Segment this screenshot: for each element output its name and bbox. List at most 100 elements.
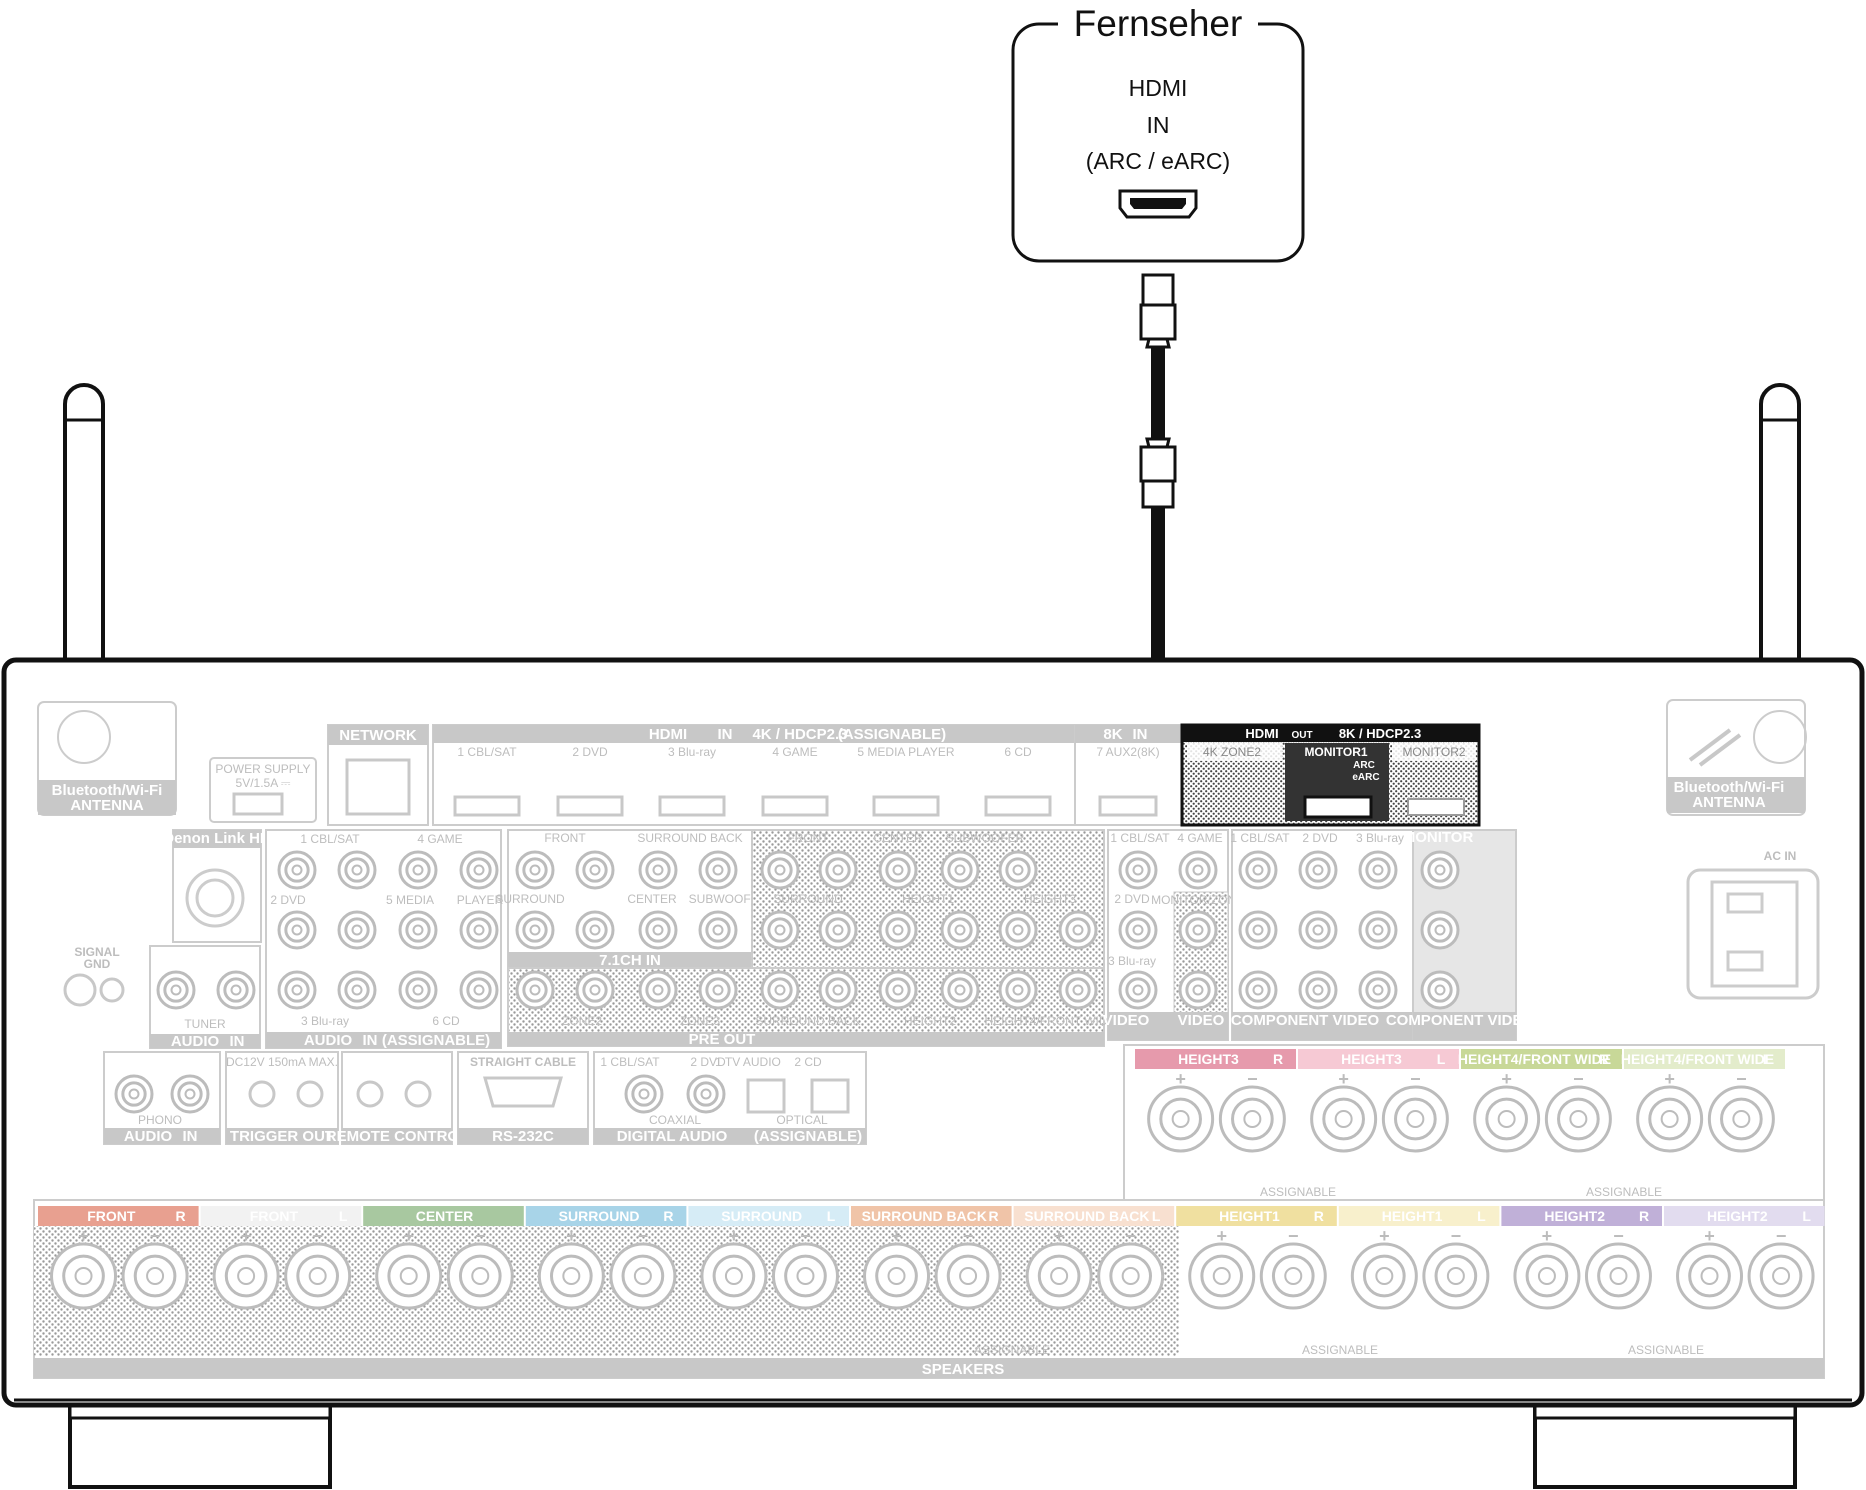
svg-text:−: −	[312, 1226, 323, 1246]
bt-antenna-right-panel: Bluetooth/Wi-Fi ANTENNA	[1666, 699, 1807, 816]
video-input-label-2: 4 GAME	[1177, 831, 1222, 845]
speaker-bottom-header-label-9: HEIGHT1	[1382, 1208, 1443, 1224]
svg-text:−: −	[1451, 1226, 1462, 1246]
assignable-label-bottom-2: ASSIGNABLE	[1302, 1343, 1378, 1357]
bt-left-label-1: Bluetooth/Wi-Fi	[52, 782, 163, 799]
trigger-spec-label: DC12V 150mA MAX.	[226, 1055, 338, 1069]
audio-in-assignable: (ASSIGNABLE)	[382, 1032, 490, 1049]
ch71-label-subwoofer: SUBWOOFER	[689, 892, 768, 906]
speaker-bottom-header-4	[525, 1206, 687, 1226]
pre-out-label-height1: HEIGHT1	[902, 892, 954, 906]
component-input-label-3: 3 Blu-ray	[1356, 831, 1404, 845]
video-out-label: VIDEO	[1178, 1012, 1225, 1029]
hdmi-in-assignable: (ASSIGNABLE)	[838, 726, 946, 743]
tv-hdmi-port-icon	[1118, 189, 1198, 219]
speakers-label: SPEAKERS	[922, 1361, 1005, 1378]
pre-out-label-center: CENTER	[873, 831, 923, 845]
denon-link: Denon Link HD	[163, 829, 271, 943]
monitor-label: MONITOR	[1403, 829, 1474, 846]
video-in-label: VIDEO	[1103, 1012, 1150, 1029]
video-input-label-3: 2 DVD	[1114, 892, 1150, 906]
speaker-bottom-header-label-2: FRONT	[250, 1208, 299, 1224]
speaker-bottom-header-8	[1176, 1206, 1337, 1226]
speaker-bottom-header-label-7: SURROUND BACK	[1024, 1208, 1149, 1224]
audio-in-badge: IN	[363, 1032, 378, 1049]
hdmi-in-port-7	[1098, 795, 1158, 817]
hdmi-in-input-label-2: 2 DVD	[572, 745, 608, 759]
trigger-out-block: DC12V 150mA MAX. TRIGGER OUT	[225, 1051, 339, 1145]
svg-text:+: +	[1379, 1226, 1390, 1246]
tuner-audio-badge: IN	[230, 1033, 245, 1050]
ch71-label-surround-back: SURROUND BACK	[637, 831, 742, 845]
assignable-label-bottom-1: ASSIGNABLE	[974, 1343, 1050, 1357]
network-label: NETWORK	[339, 727, 417, 744]
hdmi-in-input-label-1: 1 CBL/SAT	[457, 745, 517, 759]
trigger-out-label: TRIGGER OUT	[230, 1128, 334, 1145]
speaker-bottom-header-side-7: L	[1152, 1208, 1161, 1224]
svg-text:+: +	[729, 1226, 740, 1246]
digital-input-label-2: 2 DVD	[690, 1055, 726, 1069]
speaker-bottom-header-9	[1338, 1206, 1500, 1226]
svg-text:+: +	[1054, 1226, 1065, 1246]
hdmi-in-spec: 4K / HDCP2.3	[752, 726, 847, 743]
svg-text:+: +	[1542, 1226, 1553, 1246]
speaker-bottom-header-3	[363, 1206, 524, 1226]
tuner-label: TUNER	[184, 1017, 226, 1031]
speaker-top-header-label-2: HEIGHT3	[1341, 1051, 1402, 1067]
tv-hdmi-label: HDMI	[1129, 75, 1188, 101]
audio-in-input-label-2: 4 GAME	[417, 832, 462, 846]
signal-gnd-label-2: GND	[84, 957, 111, 971]
hdmi-in-section: HDMI IN 4K / HDCP2.3 (ASSIGNABLE) 1 CBL/…	[432, 724, 1191, 826]
pre-out-label: PRE OUT	[689, 1031, 756, 1048]
hdmi-out-badge: OUT	[1291, 730, 1312, 741]
pre-out-label-height4: HEIGHT4/FRONT WIDE	[984, 1014, 1115, 1028]
pre-out-label-subwoofer: SUBWOOFER	[946, 831, 1025, 845]
speaker-top-header-2	[1298, 1049, 1459, 1069]
hdmi-monitor1-port	[1303, 795, 1373, 819]
ch71-label-center: CENTER	[627, 892, 677, 906]
speaker-bottom-header-side-10: R	[1639, 1208, 1649, 1224]
feet	[68, 1398, 1797, 1489]
coaxial-label: COAXIAL	[649, 1113, 701, 1127]
svg-text:−: −	[1776, 1226, 1787, 1246]
hdmi-arc-label: ARC	[1353, 760, 1375, 771]
svg-text:−: −	[1125, 1226, 1136, 1246]
speaker-bottom-header-label-8: HEIGHT1	[1219, 1208, 1280, 1224]
digital-input-label-4: 2 CD	[794, 1055, 822, 1069]
component-input-label-1: 1 CBL/SAT	[1230, 831, 1290, 845]
digital-input-label-3: 1 TV AUDIO	[715, 1055, 781, 1069]
speaker-bottom-header-side-1: R	[176, 1208, 186, 1224]
speaker-top-header-side-1: R	[1273, 1051, 1283, 1067]
svg-text:+: +	[566, 1226, 577, 1246]
svg-text:−: −	[963, 1226, 974, 1246]
svg-text:−: −	[1247, 1069, 1258, 1089]
power-supply-spec: 5V/1.5A ⎓	[236, 776, 291, 790]
speaker-top-header-label-3: HEIGHT4/FRONT WIDE	[1458, 1051, 1611, 1067]
component-input-label-2: 2 DVD	[1302, 831, 1338, 845]
audio-in-input-label-4: 5 MEDIA	[386, 893, 434, 907]
digital-input-label-1: 1 CBL/SAT	[600, 1055, 660, 1069]
straight-cable-label: STRAIGHT CABLE	[470, 1055, 576, 1069]
rs232c-block: STRAIGHT CABLE RS-232C	[457, 1051, 589, 1145]
speaker-bottom-header-1	[38, 1206, 199, 1226]
video-input-label-4: 3 Blu-ray	[1108, 954, 1156, 968]
hdmi-out-section: HDMI OUT 8K / HDCP2.3 4K ZONE2 MONITOR1 …	[1180, 723, 1481, 827]
svg-text:+: +	[891, 1226, 902, 1246]
speaker-top-header-3	[1461, 1049, 1622, 1069]
audio-in-input-label-6: 3 Blu-ray	[301, 1014, 349, 1028]
signal-gnd-label-1: SIGNAL	[74, 945, 119, 959]
ch71-in-label: 7.1CH IN	[599, 952, 661, 969]
phono-audio-label: AUDIO	[124, 1128, 173, 1145]
hdmi-earc-label: eARC	[1352, 772, 1379, 783]
speaker-bottom-header-label-4: SURROUND	[559, 1208, 640, 1224]
svg-text:−: −	[1288, 1226, 1299, 1246]
svg-text:+: +	[78, 1226, 89, 1246]
hdmi-in-input-label-6: 6 CD	[1004, 745, 1032, 759]
svg-text:+: +	[1216, 1226, 1227, 1246]
hdmi-monitor2-label: MONITOR2	[1402, 745, 1465, 759]
video-input-label-1: 1 CBL/SAT	[1110, 831, 1170, 845]
pre-out-label-surround-back: SURROUND BACK	[755, 1014, 860, 1028]
